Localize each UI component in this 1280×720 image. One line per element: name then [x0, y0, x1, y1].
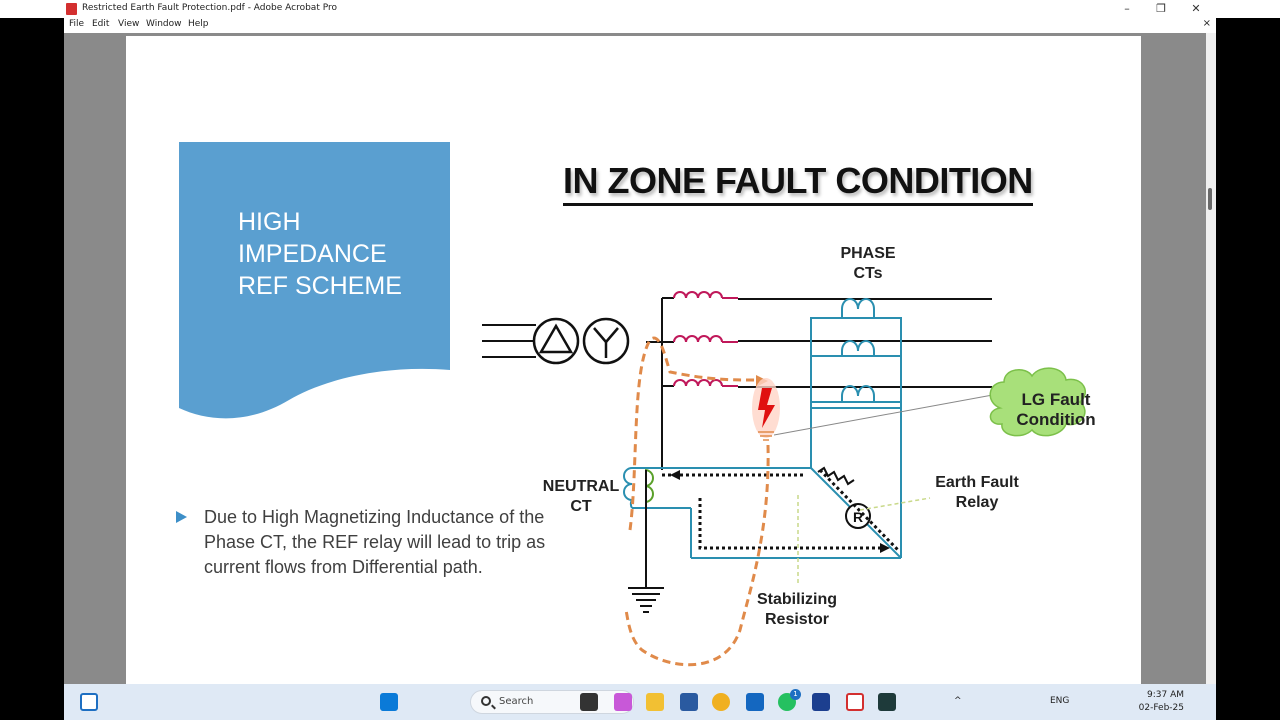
banner-shape [179, 142, 450, 419]
differential-current-path [662, 468, 900, 552]
menu-window[interactable]: Window [146, 19, 182, 29]
neutral-ct-label: NEUTRAL CT [542, 478, 620, 515]
banner-title: HIGH IMPEDANCE REF SCHEME [238, 208, 402, 300]
menu-edit[interactable]: Edit [92, 19, 110, 29]
task-view-icon[interactable] [580, 693, 598, 711]
arrow-right-icon [880, 543, 890, 553]
phase-ct-circuit [632, 298, 902, 559]
delta-winding-symbol [532, 317, 580, 365]
relay-symbol-text: R [853, 509, 863, 525]
left-letterbox [0, 0, 64, 720]
earth-fault-relay-label: Earth Fault Relay [935, 474, 1019, 511]
store-icon[interactable] [680, 693, 698, 711]
clock-time: 9:37 AM [1147, 690, 1184, 700]
acrobat-app-icon [66, 3, 77, 15]
lg-fault-cloud [989, 367, 1086, 437]
file-explorer-icon[interactable] [646, 693, 664, 711]
arrow-left-icon [670, 470, 680, 480]
chrome-icon[interactable] [712, 693, 730, 711]
widgets-icon[interactable] [80, 693, 98, 711]
earth-symbol [628, 470, 664, 613]
clock[interactable]: 9:37 AM 02-Feb-25 [1139, 689, 1184, 715]
vertical-scrollbar[interactable] [1206, 33, 1216, 684]
star-bus [646, 297, 674, 470]
incoming-lines [482, 324, 536, 358]
bullet-text: Due to High Magnetizing Inductance of th… [204, 507, 546, 577]
clock-date: 02-Feb-25 [1138, 703, 1184, 713]
fault-flash-icon [752, 378, 780, 441]
taskbar-search[interactable]: Search [470, 690, 634, 714]
scrollbar-thumb[interactable] [1208, 188, 1212, 210]
relay-symbol: R [845, 503, 871, 529]
window-title: Restricted Earth Fault Protection.pdf - … [82, 3, 337, 13]
star-winding-symbol [582, 317, 630, 365]
phase-lines [738, 298, 992, 388]
copilot-icon[interactable] [614, 693, 632, 711]
stabilizing-resistor-symbol [817, 466, 855, 486]
menu-help[interactable]: Help [188, 19, 209, 29]
fault-current-path [624, 336, 770, 667]
lg-fault-label: LG Fault Condition [1016, 390, 1096, 429]
language-indicator[interactable]: ENG [1050, 696, 1070, 706]
lync-icon[interactable] [812, 693, 830, 711]
search-icon [481, 696, 491, 706]
document-close-button[interactable]: × [1202, 18, 1211, 29]
window-titlebar: Restricted Earth Fault Protection.pdf - … [0, 0, 1280, 18]
terminal-icon[interactable] [878, 693, 896, 711]
phase-windings [673, 291, 738, 387]
stabilizing-resistor-label: Stabilizing Resistor [757, 591, 837, 628]
lg-fault-pointer [773, 393, 999, 436]
menu-view[interactable]: View [118, 19, 140, 29]
phase-cts-label: PHASE CTs [840, 245, 896, 282]
whatsapp-badge: 1 [790, 689, 801, 700]
slide-title: IN ZONE FAULT CONDITION [563, 160, 1033, 206]
maximize-button[interactable]: ❐ [1156, 2, 1166, 15]
menu-bar: File Edit View Window Help × [64, 18, 1216, 33]
right-letterbox [1216, 0, 1280, 720]
windows-taskbar: Search 1 ^ ENG 9:37 AM 02-Feb-25 [64, 684, 1216, 720]
ref-scheme-diagram: R [482, 291, 1086, 667]
search-placeholder: Search [499, 696, 534, 707]
menu-file[interactable]: File [69, 19, 85, 29]
acrobat-taskbar-icon[interactable] [846, 693, 864, 711]
start-icon[interactable] [380, 693, 398, 711]
title-banner [179, 142, 450, 419]
bullet-arrow-icon [176, 511, 187, 523]
relay-pointer [859, 497, 931, 511]
tray-chevron-icon[interactable]: ^ [954, 696, 962, 706]
close-button[interactable]: ✕ [1191, 2, 1201, 15]
outlook-icon[interactable] [746, 693, 764, 711]
neutral-ct [623, 467, 634, 509]
minimize-button[interactable]: – [1124, 2, 1130, 15]
